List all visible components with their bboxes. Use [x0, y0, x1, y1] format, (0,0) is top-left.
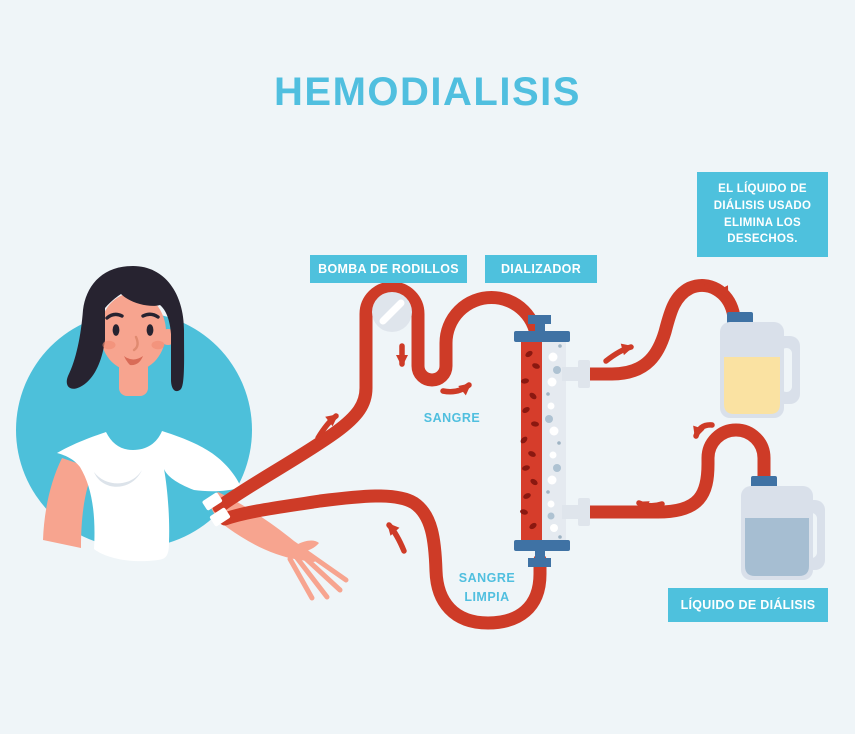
- jug-cap: [751, 476, 777, 488]
- dialyzer-blood-channel: [521, 342, 542, 542]
- patient-left-arm: [43, 458, 94, 548]
- catheter-band: [209, 507, 231, 527]
- catheter-bands: [202, 492, 231, 527]
- dialysis-fluid-label: LÍQUIDO DE DIÁLISIS: [668, 588, 828, 622]
- used-fluid-note: EL LÍQUIDO DE DIÁLISIS USADO ELIMINA LOS…: [697, 172, 828, 257]
- flow-arrow-icon: [440, 382, 472, 396]
- dialyzer-outlet-cap: [578, 360, 590, 388]
- dialyzer-label: DIALIZADOR: [485, 255, 597, 283]
- dialysate-bubbles: [545, 344, 562, 539]
- patient-illustration: [16, 266, 349, 601]
- flow-arrow-icon: [636, 500, 665, 513]
- flow-arrow-icon: [386, 522, 407, 554]
- dialyzer-inlet-cap: [578, 498, 590, 526]
- blood-label: SANGRE: [423, 411, 481, 425]
- flow-arrow-icon: [603, 343, 634, 364]
- used-dialysate-liquid: [724, 357, 780, 414]
- blood-cells: [520, 350, 540, 530]
- dialyzer-inlet-port: [562, 505, 582, 519]
- clean-blood-label: SANGRE LIMPIA: [458, 571, 516, 605]
- flow-arrows: [315, 283, 730, 554]
- pump-label: BOMBA DE RODILLOS: [310, 255, 467, 283]
- jug-fresh-dialysate: [741, 476, 825, 580]
- catheter-band: [202, 492, 223, 511]
- patient-shirt: [57, 431, 241, 562]
- dialysate-tube-fresh: [582, 423, 771, 519]
- jug-cap: [727, 312, 753, 324]
- dialyzer-outlet-port: [562, 367, 582, 381]
- patient-face: [102, 312, 165, 366]
- dialyzer: [514, 315, 590, 567]
- blood-tube-arterial: [212, 281, 544, 514]
- roller-pump: [372, 292, 412, 332]
- patient-head: [66, 266, 185, 396]
- flow-arrow-icon: [704, 283, 730, 299]
- patient-hair: [66, 266, 185, 392]
- page-title: HEMODIALISIS: [274, 70, 581, 114]
- flow-arrow-icon: [693, 422, 715, 439]
- fresh-dialysate-liquid: [745, 518, 809, 576]
- flow-arrow-icon: [315, 413, 339, 441]
- shirt-fold-shadow: [94, 470, 142, 487]
- jug-used-dialysate: [720, 312, 800, 418]
- blood-tube-return: [218, 489, 547, 630]
